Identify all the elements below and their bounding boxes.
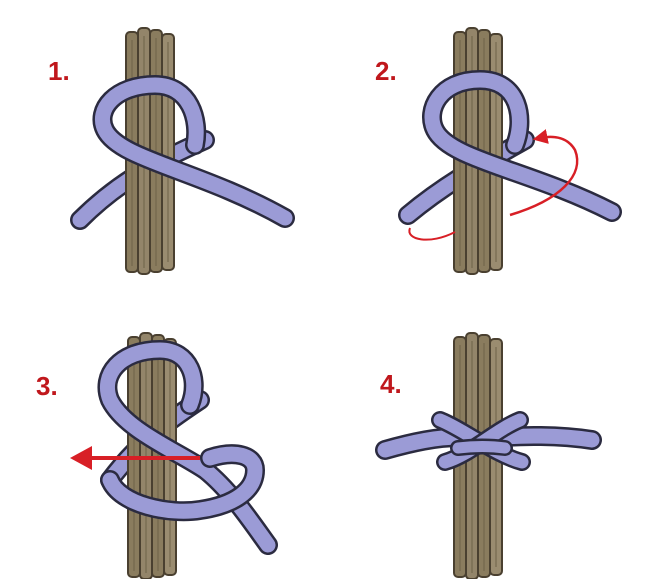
step-2-rope-front xyxy=(422,69,622,222)
step-1-number: 1. xyxy=(48,56,70,86)
arrow-icon xyxy=(70,446,92,470)
arrow-icon xyxy=(509,129,579,217)
step-4-knot xyxy=(375,411,602,471)
step-2-label: 2. xyxy=(375,56,397,86)
step-1-label: 1. xyxy=(48,56,70,86)
step-4-number: 4. xyxy=(380,369,402,399)
step-2-wrap-arrow xyxy=(408,129,579,241)
step-3-label: 3. xyxy=(36,371,58,401)
rope-icon xyxy=(487,428,600,448)
step-3-rope-front xyxy=(97,339,278,555)
rope-icon xyxy=(424,72,620,220)
step-1-panel: 1. xyxy=(48,27,295,275)
step-1-rope-front xyxy=(92,74,295,228)
step-2-number: 2. xyxy=(375,56,397,86)
rope-icon xyxy=(100,342,276,553)
step-2-panel: 2. xyxy=(375,27,622,275)
step-4-panel: 4. xyxy=(375,332,602,579)
step-3-pull-arrow xyxy=(70,446,200,470)
rope-icon xyxy=(95,77,293,226)
step-4-label: 4. xyxy=(380,369,402,399)
step-3-panel: 3. xyxy=(36,332,278,579)
step-3-number: 3. xyxy=(36,371,58,401)
